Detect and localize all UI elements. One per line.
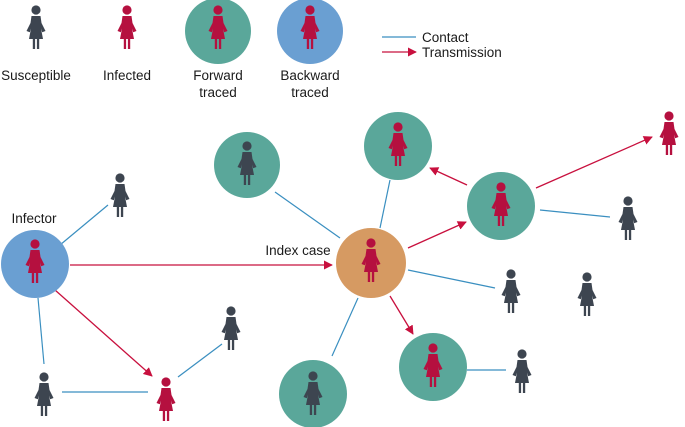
- infector-label: Infector: [11, 211, 57, 226]
- legend-backward-label-line2: traced: [291, 85, 329, 100]
- susceptible-person-icon: [577, 272, 597, 316]
- legend-transmission-label: Transmission: [422, 45, 502, 60]
- transmission-arrow: [389, 295, 414, 335]
- contact-edge: [379, 179, 391, 229]
- susceptible-person-icon: [26, 5, 46, 49]
- contact-edge: [177, 343, 223, 378]
- infected-person-icon: [156, 377, 176, 421]
- index-case-label: Index case: [265, 243, 330, 258]
- transmission-arrow: [407, 221, 467, 249]
- contact-edge: [59, 204, 109, 246]
- forward-traced-contact: [467, 172, 535, 240]
- legend: Susceptible Infected Forward traced Back…: [1, 0, 502, 100]
- legend-infected: Infected: [103, 5, 151, 83]
- infected-person-icon: [659, 111, 679, 155]
- infected-person-icon: [117, 5, 137, 49]
- legend-transmission: Transmission: [382, 45, 502, 60]
- contact-edge: [539, 209, 611, 218]
- susceptible-person-icon: [512, 349, 532, 393]
- index-case-node: Index case: [265, 228, 406, 298]
- transmission-arrow: [535, 136, 653, 189]
- susceptible-person-icon: [618, 196, 638, 240]
- susceptible-person-icon: [501, 269, 521, 313]
- contact-edge: [331, 297, 359, 357]
- legend-forward-traced: Forward traced: [185, 0, 251, 100]
- transmission-arrow: [54, 289, 153, 377]
- legend-backward-traced: Backward traced: [277, 0, 343, 100]
- susceptible-person-icon: [110, 173, 130, 217]
- legend-forward-label-line2: traced: [199, 85, 237, 100]
- legend-susceptible: Susceptible: [1, 5, 71, 83]
- susceptible-person-icon: [34, 372, 54, 416]
- infector-node: Infector: [1, 211, 69, 298]
- legend-contact-label: Contact: [422, 30, 469, 45]
- forward-traced-contact: [214, 132, 280, 198]
- nodes: Infector Index case: [1, 111, 679, 427]
- legend-contact: Contact: [382, 30, 469, 45]
- legend-infected-label: Infected: [103, 68, 151, 83]
- legend-backward-label-line1: Backward: [280, 68, 339, 83]
- forward-traced-contact: [399, 333, 467, 401]
- transmission-edges: [54, 136, 653, 377]
- forward-traced-contact: [279, 360, 347, 427]
- contact-edge: [37, 297, 45, 365]
- forward-traced-contact: [364, 112, 432, 180]
- transmission-arrow: [429, 167, 468, 186]
- contact-edge: [407, 269, 496, 289]
- contact-edge: [274, 191, 341, 239]
- legend-forward-label-line1: Forward: [193, 68, 243, 83]
- contact-edges: [37, 179, 611, 393]
- legend-susceptible-label: Susceptible: [1, 68, 71, 83]
- susceptible-person-icon: [221, 306, 241, 350]
